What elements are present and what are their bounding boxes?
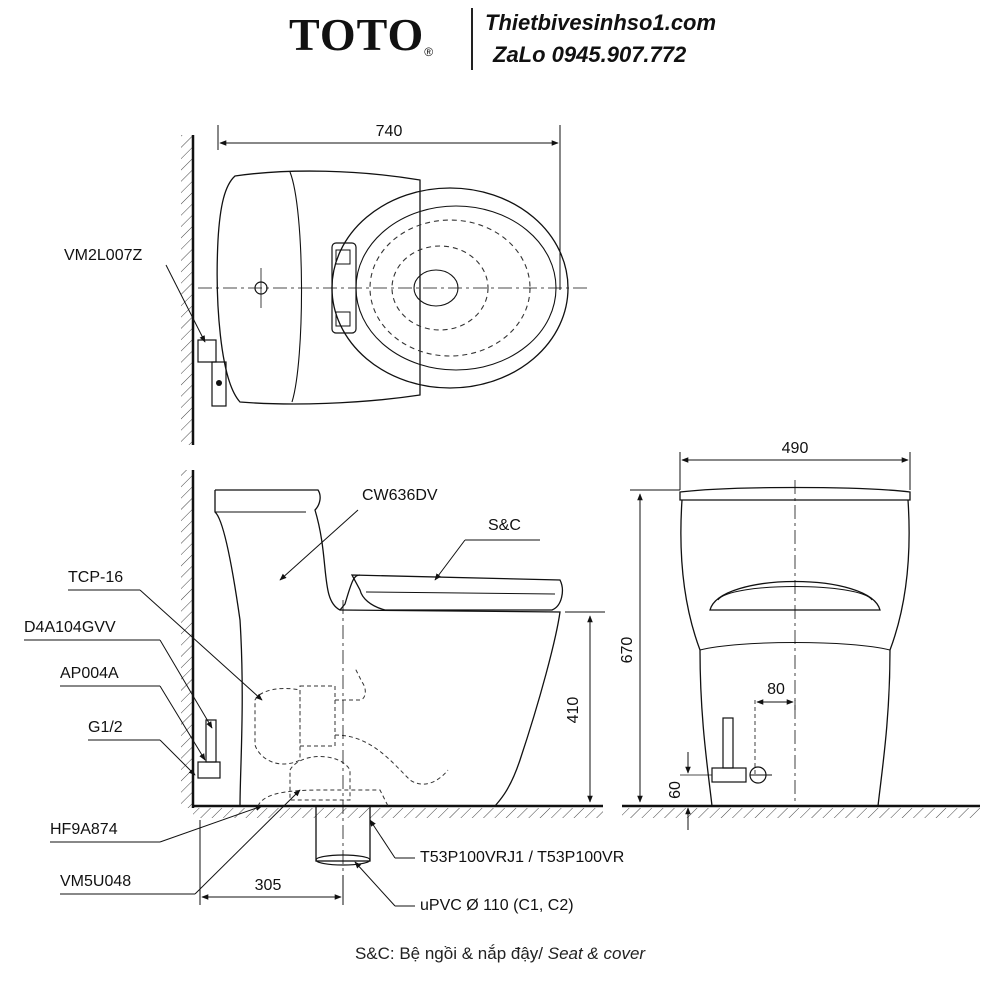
- dim-inlet-height: 60: [667, 781, 684, 799]
- dim-seat-height: 410: [565, 697, 582, 724]
- side-view: 410 305 CW636DV S&C TCP-16 D4A104GVV AP0…: [24, 470, 624, 914]
- dim-inlet-offset: 80: [767, 681, 785, 698]
- top-tank-outline: [216, 170, 421, 405]
- dim-rough-in: 305: [255, 877, 282, 894]
- side-wall-hatch: [181, 470, 193, 808]
- side-floor-hatch: [193, 808, 603, 818]
- label-tcp: TCP-16: [68, 569, 123, 586]
- label-d4a: D4A104GVV: [24, 619, 116, 636]
- label-hf: HF9A874: [50, 821, 118, 838]
- label-vm5: VM5U048: [60, 873, 131, 890]
- footer-note: S&C: Bệ ngồi & nắp đậy/ Seat & cover: [0, 944, 1000, 964]
- website-text: Thietbivesinhso1.com: [485, 10, 717, 35]
- brand-text: TOTO: [289, 9, 425, 60]
- label-pipe: uPVC Ø 110 (C1, C2): [420, 897, 574, 914]
- label-angle-valve: VM2L007Z: [64, 247, 142, 264]
- front-view: 490 670 80 60: [619, 440, 980, 830]
- dim-top-width: 740: [376, 123, 403, 140]
- top-view: 740 VM2L007Z: [64, 123, 590, 445]
- label-seat: S&C: [488, 517, 521, 534]
- footer-note-en: Seat & cover: [547, 944, 646, 963]
- dim-front-width: 490: [782, 440, 809, 457]
- header-divider: [471, 8, 473, 70]
- dim-total-height: 670: [619, 637, 636, 664]
- brand-logo: TOTO®: [289, 9, 435, 60]
- top-wall-hatch: [181, 135, 193, 445]
- label-ap: AP004A: [60, 665, 119, 682]
- label-g12: G1/2: [88, 719, 123, 736]
- header: TOTO® Thietbivesinhso1.com ZaLo 0945.907…: [0, 0, 1000, 90]
- registered-mark: ®: [424, 45, 435, 59]
- label-bowl: CW636DV: [362, 487, 438, 504]
- label-t53: T53P100VRJ1 / T53P100VR: [420, 849, 624, 866]
- front-floor-hatch: [622, 808, 980, 818]
- footer-note-vi: S&C: Bệ ngồi & nắp đậy/: [354, 944, 548, 963]
- contact-text: ZaLo 0945.907.772: [493, 42, 687, 67]
